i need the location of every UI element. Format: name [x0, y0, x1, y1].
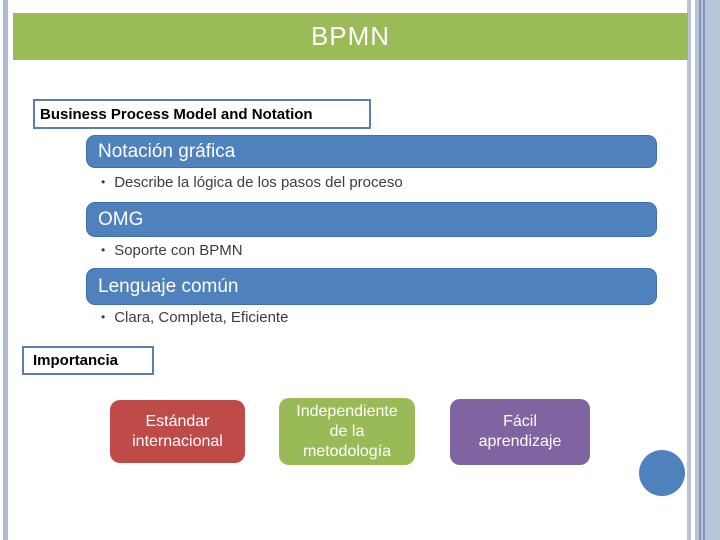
section-bar-label: OMG: [98, 208, 144, 230]
importancia-box: Importancia: [22, 346, 154, 375]
bullet-dot: •: [101, 175, 106, 189]
left-accent-stripe: [3, 0, 8, 540]
slide-title-bar: BPMN: [13, 13, 688, 60]
heading-text: Business Process Model and Notation: [40, 105, 313, 123]
importance-box-estandar-internacional: Estándar internacional: [110, 400, 245, 463]
accent-stripe: [687, 0, 691, 540]
accent-stripe: [703, 0, 705, 540]
section-bar-lenguaje-comun: Lenguaje común: [86, 268, 657, 305]
bullet-text: Soporte con BPMN: [114, 242, 243, 259]
section-bar-label: Notación gráfica: [98, 140, 236, 162]
importance-box-text: Fácil aprendizaje: [478, 413, 562, 450]
accent-stripe: [705, 0, 720, 540]
importance-box-text: Estándar internacional: [132, 412, 223, 450]
importance-box-independiente-metodologia: Independiente de la metodología: [279, 398, 415, 465]
importance-box-text: Independiente de la metodología: [296, 402, 398, 460]
bullet-dot: •: [101, 243, 106, 257]
accent-stripe: [699, 0, 701, 540]
bullet-text: Clara, Completa, Eficiente: [114, 309, 289, 326]
importancia-label: Importancia: [33, 352, 119, 369]
right-accent-stripes: [687, 0, 720, 540]
section-bar-notacion-grafica: Notación gráfica: [86, 135, 657, 168]
importance-box-facil-aprendizaje: Fácil aprendizaje: [450, 399, 590, 465]
heading-box: Business Process Model and Notation: [33, 99, 371, 129]
accent-stripe: [695, 0, 699, 540]
bullet-dot: •: [101, 310, 106, 324]
decorative-circle: [639, 450, 685, 496]
section-bar-label: Lenguaje común: [98, 275, 239, 297]
bullet-item: • Soporte con BPMN: [101, 242, 243, 259]
bullet-item: • Describe la lógica de los pasos del pro…: [101, 174, 403, 191]
bullet-item: • Clara, Completa, Eficiente: [101, 309, 288, 326]
slide-title: BPMN: [310, 21, 391, 51]
accent-stripe: [701, 0, 703, 540]
section-bar-omg: OMG: [86, 202, 657, 237]
bullet-text: Describe la lógica de los pasos del proc…: [114, 174, 403, 191]
